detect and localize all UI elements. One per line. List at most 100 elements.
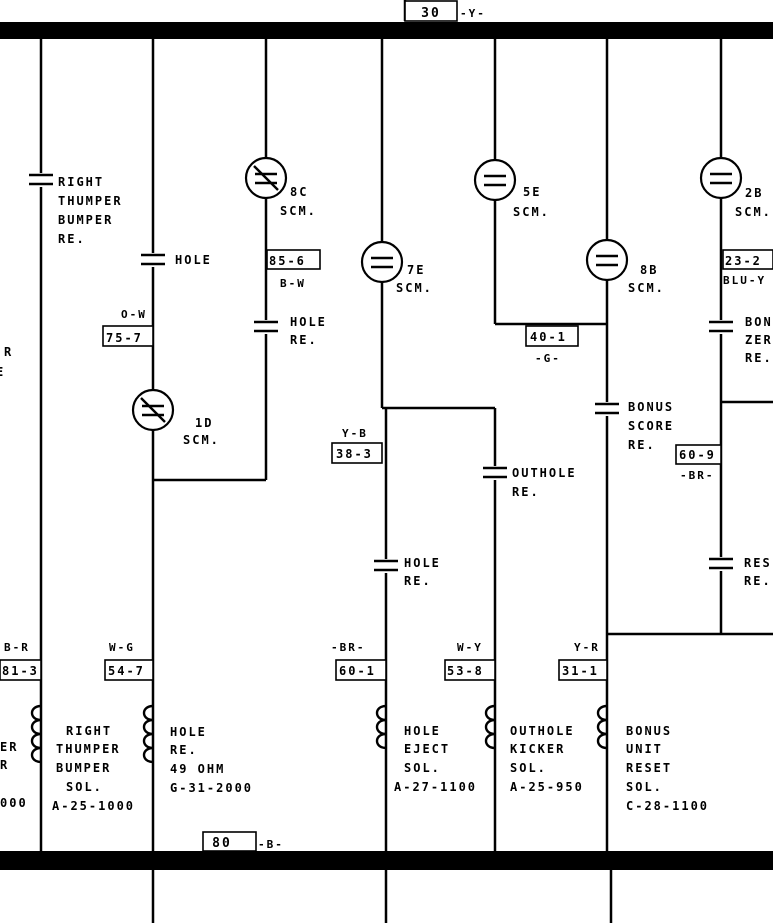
- left-edge-r-line-1: R: [4, 345, 13, 359]
- hole-re-2-line-1: HOLE: [290, 315, 327, 329]
- right-thumper-sol-line-1: RIGHT: [66, 724, 112, 738]
- connector-boxes: [0, 249, 773, 681]
- scm-8b-line-2: SCM.: [628, 281, 665, 295]
- bonus-score-re-line-3: RE.: [628, 438, 656, 452]
- outhole-re-line-1: OUTHOLE: [512, 466, 577, 480]
- connector-75-7-label: 75-7: [106, 331, 143, 345]
- right-thumper-re-line-4: RE.: [58, 232, 86, 246]
- top-rail-connector-label: 30: [421, 6, 441, 21]
- bottom-rail-wire-color: -B-: [258, 838, 284, 851]
- scm-8b-line-1: 8B: [640, 263, 658, 277]
- connector-53-8-box: [444, 659, 496, 681]
- hole-eject-sol-line-2: EJECT: [404, 742, 450, 756]
- bonus-unit-reset-sol-line-5: C-28-1100: [626, 799, 709, 813]
- right-thumper-bumper-re-contact: [29, 173, 53, 187]
- hole-re-1-label: HOLE: [175, 253, 212, 267]
- bonus-zero-re-line-3: RE.: [745, 351, 773, 365]
- outhole-re-line-2: RE.: [512, 485, 540, 499]
- hole-re-contact-3: [374, 559, 398, 573]
- left-sol-line-1: ER: [0, 740, 18, 754]
- top-rail-connector-box: [404, 0, 458, 22]
- connector-85-6-box: [266, 249, 321, 270]
- right-thumper-re-line-3: BUMPER: [58, 213, 113, 227]
- scm-1d-line-1: 1D: [195, 416, 213, 430]
- connector-60-9-label: 60-9: [679, 448, 716, 462]
- connector-81-3-label: 81-3: [2, 664, 39, 678]
- labels: RIGHT THUMPER BUMPER RE. HOLE 8C SCM. 85…: [0, 175, 773, 813]
- top-power-rail: 30 -Y-: [0, 0, 773, 39]
- right-thumper-re-line-1: RIGHT: [58, 175, 104, 189]
- scm-1d-line-2: SCM.: [183, 433, 220, 447]
- bonus-unit-reset-sol-line-3: RESET: [626, 761, 672, 775]
- score-motor-switches: [131, 156, 743, 432]
- scm-5e-line-1: 5E: [523, 185, 541, 199]
- scm-7e-line-1: 7E: [407, 263, 425, 277]
- connector-53-8-label: 53-8: [447, 664, 484, 678]
- connector-85-6-label: 85-6: [269, 254, 306, 268]
- right-thumper-sol-line-4: SOL.: [66, 780, 103, 794]
- connector-54-7-label: 54-7: [108, 664, 145, 678]
- bonus-unit-reset-sol-line-4: SOL.: [626, 780, 663, 794]
- left-sol-line-2: R: [0, 758, 9, 772]
- scm-8b-switch-icon: [585, 238, 629, 282]
- right-thumper-sol-line-5: A-25-1000: [52, 799, 135, 813]
- connector-60-9-box: [675, 444, 722, 465]
- wire-o-w-label: O-W: [121, 308, 147, 321]
- outhole-kicker-sol-line-2: KICKER: [510, 742, 565, 756]
- connector-40-1-box: [525, 325, 579, 347]
- wire-b-r-label: B-R: [4, 641, 30, 654]
- scm-8c-line-2: SCM.: [280, 204, 317, 218]
- scm-2b-line-2: SCM.: [735, 205, 772, 219]
- left-sol-line-4: 000: [0, 796, 28, 810]
- outhole-kicker-sol-line-4: A-25-950: [510, 780, 584, 794]
- connector-31-1-label: 31-1: [562, 664, 599, 678]
- bonus-unit-reset-sol-line-1: BONUS: [626, 724, 672, 738]
- bottom-rail-connector-box: [202, 831, 257, 852]
- left-edge-r-line-2: E: [0, 365, 5, 379]
- left-solenoid-coil-icon: [30, 704, 42, 764]
- bonus-zero-re-contact: [709, 320, 733, 334]
- bonus-score-re-line-1: BONUS: [628, 400, 674, 414]
- connector-54-7-box: [104, 659, 154, 681]
- hole-eject-sol-line-4: A-27-1100: [394, 780, 477, 794]
- reset-re-line-1: RES: [744, 556, 772, 570]
- scm-7e-switch-icon: [360, 240, 404, 284]
- connector-81-3-box: [0, 659, 42, 681]
- reset-re-contact: [709, 557, 733, 571]
- bonus-score-re-line-2: SCORE: [628, 419, 674, 433]
- bonus-unit-reset-sol-line-2: UNIT: [626, 742, 663, 756]
- outhole-kicker-sol-line-3: SOL.: [510, 761, 547, 775]
- reset-re-line-2: RE.: [744, 574, 772, 588]
- scm-5e-line-2: SCM.: [513, 205, 550, 219]
- right-thumper-re-line-2: THUMPER: [58, 194, 123, 208]
- connector-60-1-label: 60-1: [339, 664, 376, 678]
- bonus-unit-reset-solenoid-coil-icon: [596, 704, 608, 750]
- right-thumper-sol-line-2: THUMPER: [56, 742, 121, 756]
- hole-sol-line-3: 49 OHM: [170, 762, 225, 776]
- hole-eject-solenoid-coil-icon: [375, 704, 387, 750]
- connector-40-1-label: 40-1: [530, 330, 567, 344]
- relay-contacts: [29, 173, 733, 573]
- scm-7e-line-2: SCM.: [396, 281, 433, 295]
- wire-br-mid-label: -BR-: [331, 641, 366, 654]
- hole-sol-line-2: RE.: [170, 743, 198, 757]
- hole-re-3-line-1: HOLE: [404, 556, 441, 570]
- top-rail-wire-color: -Y-: [460, 7, 486, 20]
- hole-re-contact-2: [254, 320, 278, 334]
- connector-38-3-label: 38-3: [336, 447, 373, 461]
- bonus-zero-re-line-1: BON: [745, 315, 773, 329]
- wire-w-y-label: W-Y: [457, 641, 483, 654]
- outhole-re-contact: [483, 466, 507, 480]
- right-thumper-solenoid-coil-icon: [142, 704, 154, 764]
- wire-br-right-label: -BR-: [680, 469, 715, 482]
- scm-8c-switch-icon: [244, 156, 288, 200]
- right-thumper-sol-line-3: BUMPER: [56, 761, 111, 775]
- wire-b-w-label: B-W: [280, 277, 306, 290]
- bonus-zero-re-line-2: ZER: [745, 333, 773, 347]
- wire-blu-y-label: BLU-Y: [723, 274, 766, 287]
- scm-8c-line-1: 8C: [290, 185, 308, 199]
- hole-eject-sol-line-1: HOLE: [404, 724, 441, 738]
- solenoid-coils: [30, 704, 608, 764]
- wire-w-g-label: W-G: [109, 641, 135, 654]
